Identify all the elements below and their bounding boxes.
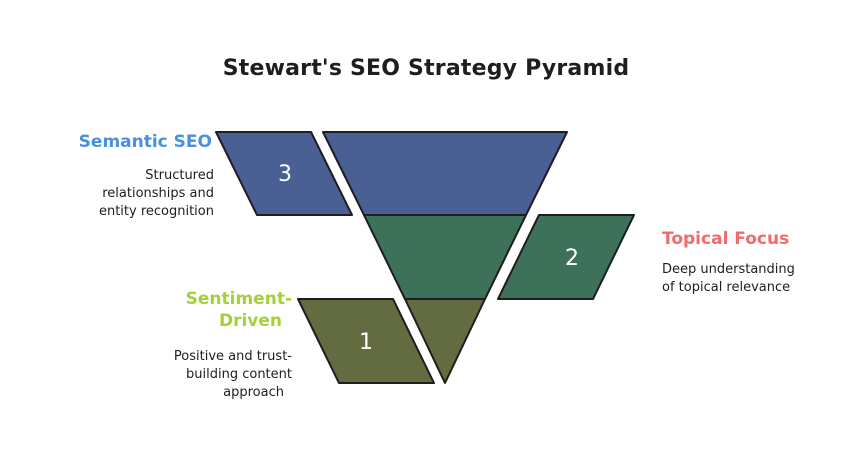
semantic-seo-desc-line: entity recognition	[98, 204, 214, 219]
topical-focus-title: Topical Focus	[662, 229, 790, 249]
sentiment-driven-description: Positive and trust- building content app…	[110, 348, 292, 402]
sentiment-driven-desc-line: building content	[186, 367, 292, 382]
level-2-tab	[497, 214, 635, 300]
semantic-seo-desc-line: Structured	[145, 168, 214, 183]
level-1-number: 1	[359, 330, 373, 355]
sentiment-driven-title-line: Driven	[218, 311, 282, 331]
sentiment-driven-title: Sentiment- Driven	[110, 288, 292, 332]
pyramid-band-middle	[363, 214, 527, 300]
pyramid-band-bottom	[404, 298, 486, 384]
topical-focus-description: Deep understanding of topical relevance	[662, 261, 842, 297]
semantic-seo-description: Structured relationships and entity reco…	[40, 167, 214, 221]
semantic-seo-title: Semantic SEO	[78, 132, 212, 152]
level-3-tab	[215, 131, 353, 216]
sentiment-driven-title-line: Sentiment-	[185, 289, 292, 309]
level-2-number: 2	[565, 246, 579, 271]
topical-focus-desc-line: Deep understanding	[662, 262, 795, 277]
level-3-number: 3	[278, 162, 292, 187]
sentiment-driven-desc-line: approach	[223, 385, 284, 400]
semantic-seo-desc-line: relationships and	[102, 186, 214, 201]
topical-focus-desc-line: of topical relevance	[662, 280, 791, 295]
diagram-title: Stewart's SEO Strategy Pyramid	[222, 56, 630, 81]
pyramid-band-top	[322, 131, 568, 216]
level-1-tab	[297, 298, 435, 384]
sentiment-driven-desc-line: Positive and trust-	[173, 349, 292, 364]
